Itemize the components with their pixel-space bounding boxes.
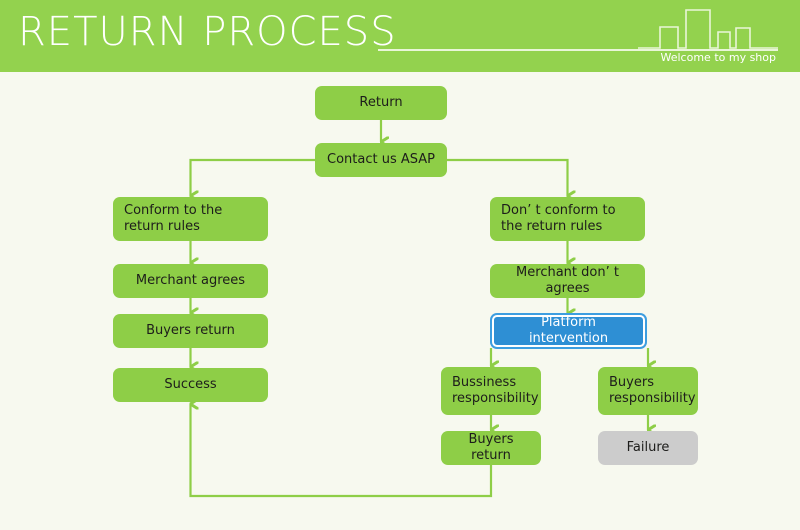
node-merchant-dont-agrees[interactable]: Merchant don’ t agrees: [490, 264, 645, 298]
node-merchant-dont-agrees-label: Merchant don’ t agrees: [516, 265, 619, 296]
node-bussiness-responsibility[interactable]: Bussiness responsibility: [441, 367, 541, 415]
flowchart-connectors: [189, 120, 800, 498]
node-buyers-return-left[interactable]: Buyers return: [113, 314, 268, 348]
edge-contact-to-conform: [189, 158, 315, 196]
node-platform-intervention-label: Platform intervention: [528, 315, 609, 346]
node-success[interactable]: Success: [113, 368, 268, 402]
node-merchant-agrees[interactable]: Merchant agrees: [113, 264, 268, 298]
header-divider-rule: [378, 49, 778, 51]
node-contact-us-asap[interactable]: Contact us ASAP: [315, 143, 447, 177]
node-bussiness-responsibility-label: Bussiness responsibility: [452, 375, 539, 406]
node-buyers-return-left-label: Buyers return: [146, 323, 235, 338]
node-buyers-return-right-label: Buyers return: [468, 432, 514, 463]
node-dont-conform-to-return-rules[interactable]: Don’ t conform to the return rules: [490, 197, 645, 241]
flowchart-canvas: Return Contact us ASAP Conform to the re…: [0, 72, 800, 530]
page-header: RETURN PROCESS Welcome to my shop: [0, 0, 800, 72]
node-success-label: Success: [164, 377, 217, 392]
node-failure-label: Failure: [626, 440, 670, 455]
node-return-label: Return: [359, 95, 403, 110]
header-tagline: Welcome to my shop: [660, 51, 777, 64]
page-title: RETURN PROCESS: [18, 9, 397, 55]
city-skyline-icon: [638, 9, 778, 49]
node-buyers-responsibility-label: Buyers responsibility: [609, 375, 696, 406]
node-merchant-agrees-label: Merchant agrees: [135, 273, 246, 288]
node-buyers-responsibility[interactable]: Buyers responsibility: [598, 367, 698, 415]
edge-contact-to-dont-conform: [447, 158, 568, 196]
node-buyers-return-right[interactable]: Buyers return: [441, 431, 541, 465]
edge-buyers-return-loop-to-success: [189, 404, 493, 498]
node-contact-us-asap-label: Contact us ASAP: [327, 152, 435, 167]
node-conform-to-return-rules[interactable]: Conform to the return rules: [113, 197, 268, 241]
node-return[interactable]: Return: [315, 86, 447, 120]
node-platform-intervention[interactable]: Platform intervention: [492, 315, 645, 347]
node-failure[interactable]: Failure: [598, 431, 698, 465]
node-dont-conform-to-return-rules-label: Don’ t conform to the return rules: [501, 203, 616, 234]
node-conform-to-return-rules-label: Conform to the return rules: [124, 203, 223, 234]
